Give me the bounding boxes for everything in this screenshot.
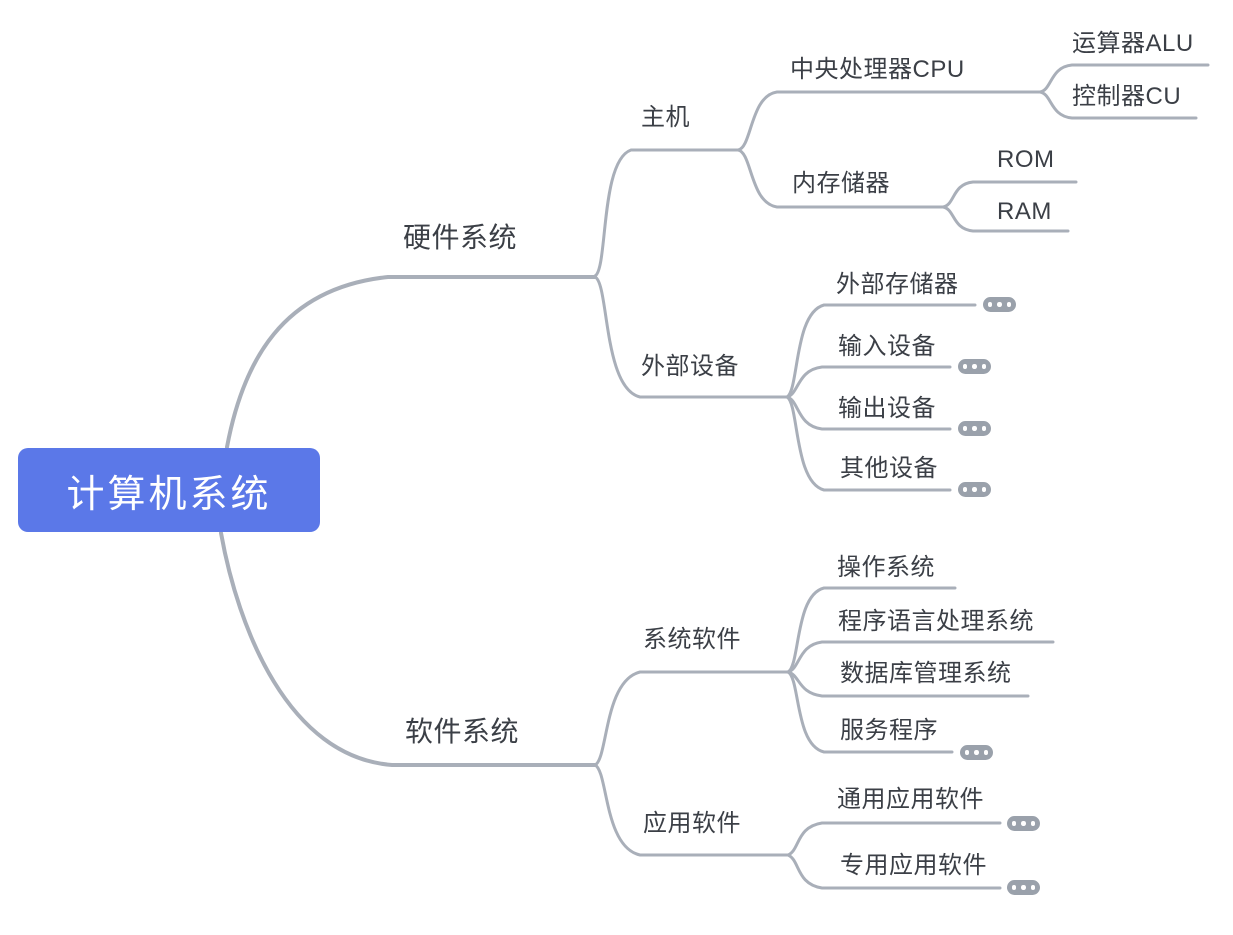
link-host-cpu: [736, 90, 1042, 152]
link-root-software: [219, 531, 597, 767]
collapse-indicator-other-dev[interactable]: [958, 482, 991, 497]
node-peripherals[interactable]: 外部设备: [641, 353, 739, 380]
node-host[interactable]: 主机: [641, 104, 690, 131]
node-cu[interactable]: 控制器CU: [1072, 83, 1182, 110]
link-software-appsoftware: [593, 763, 790, 857]
ellipsis-dot: [962, 364, 968, 369]
link-root-hardware: [225, 275, 597, 449]
node-ram[interactable]: RAM: [997, 198, 1052, 225]
link-cpu-cu: [1038, 90, 1198, 120]
link-host-memory: [736, 148, 945, 209]
ellipsis-dot: [1021, 821, 1026, 826]
ellipsis-dot: [1006, 302, 1012, 307]
node-special-app[interactable]: 专用应用软件: [840, 852, 987, 879]
ellipsis-dot: [1030, 885, 1036, 890]
collapse-indicator-ext-storage[interactable]: [983, 297, 1016, 312]
ellipsis-dot: [972, 364, 977, 369]
ellipsis-dot: [974, 750, 979, 755]
link-memory-ram: [941, 205, 1070, 233]
ellipsis-dot: [962, 487, 968, 492]
ellipsis-dot: [987, 302, 993, 307]
ellipsis-dot: [981, 364, 987, 369]
node-dbms[interactable]: 数据库管理系统: [840, 660, 1012, 687]
ellipsis-dot: [1011, 821, 1017, 826]
node-input-dev[interactable]: 输入设备: [838, 333, 936, 360]
node-os[interactable]: 操作系统: [837, 554, 935, 581]
node-rom[interactable]: ROM: [997, 146, 1055, 173]
collapse-indicator-general-app[interactable]: [1007, 816, 1040, 831]
ellipsis-dot: [964, 750, 970, 755]
link-syssoftware-os: [786, 586, 957, 674]
link-syssoftware-serviceprog: [786, 670, 954, 754]
node-ext-storage[interactable]: 外部存储器: [836, 271, 959, 298]
link-appsoftware-generalapp: [786, 821, 1002, 857]
collapse-indicator-special-app[interactable]: [1007, 880, 1040, 895]
ellipsis-dot: [1030, 821, 1036, 826]
node-hardware[interactable]: 硬件系统: [403, 222, 518, 253]
ellipsis-dot: [997, 302, 1002, 307]
link-hardware-host: [593, 148, 740, 278]
node-app-software[interactable]: 应用软件: [643, 810, 741, 837]
node-root[interactable]: 计算机系统: [18, 448, 320, 532]
node-memory[interactable]: 内存储器: [792, 170, 890, 197]
collapse-indicator-service-prog[interactable]: [960, 745, 993, 760]
collapse-indicator-output-dev[interactable]: [958, 421, 991, 436]
ellipsis-dot: [981, 487, 987, 492]
ellipsis-dot: [1021, 885, 1026, 890]
collapse-indicator-input-dev[interactable]: [958, 359, 991, 374]
ellipsis-dot: [962, 426, 968, 431]
node-sys-software[interactable]: 系统软件: [643, 626, 741, 653]
ellipsis-dot: [1011, 885, 1017, 890]
link-peripherals-extstorage: [785, 303, 977, 399]
node-output-dev[interactable]: 输出设备: [838, 395, 936, 422]
link-appsoftware-specialapp: [786, 853, 1002, 890]
link-peripherals-other: [785, 395, 952, 492]
link-hardware-peripherals: [593, 275, 789, 399]
node-service-prog[interactable]: 服务程序: [840, 717, 938, 744]
node-general-app[interactable]: 通用应用软件: [837, 786, 984, 813]
ellipsis-dot: [972, 487, 977, 492]
link-memory-rom: [941, 180, 1078, 209]
ellipsis-dot: [972, 426, 977, 431]
link-peripherals-input: [785, 365, 952, 399]
ellipsis-dot: [983, 750, 989, 755]
link-software-syssoftware: [593, 670, 790, 767]
node-other-dev[interactable]: 其他设备: [840, 455, 938, 482]
node-software[interactable]: 软件系统: [405, 716, 520, 747]
link-syssoftware-langproc: [786, 640, 1055, 674]
node-lang-proc[interactable]: 程序语言处理系统: [838, 608, 1034, 635]
node-cpu[interactable]: 中央处理器CPU: [790, 56, 965, 83]
ellipsis-dot: [981, 426, 987, 431]
link-cpu-alu: [1038, 63, 1210, 94]
node-alu[interactable]: 运算器ALU: [1072, 30, 1194, 57]
